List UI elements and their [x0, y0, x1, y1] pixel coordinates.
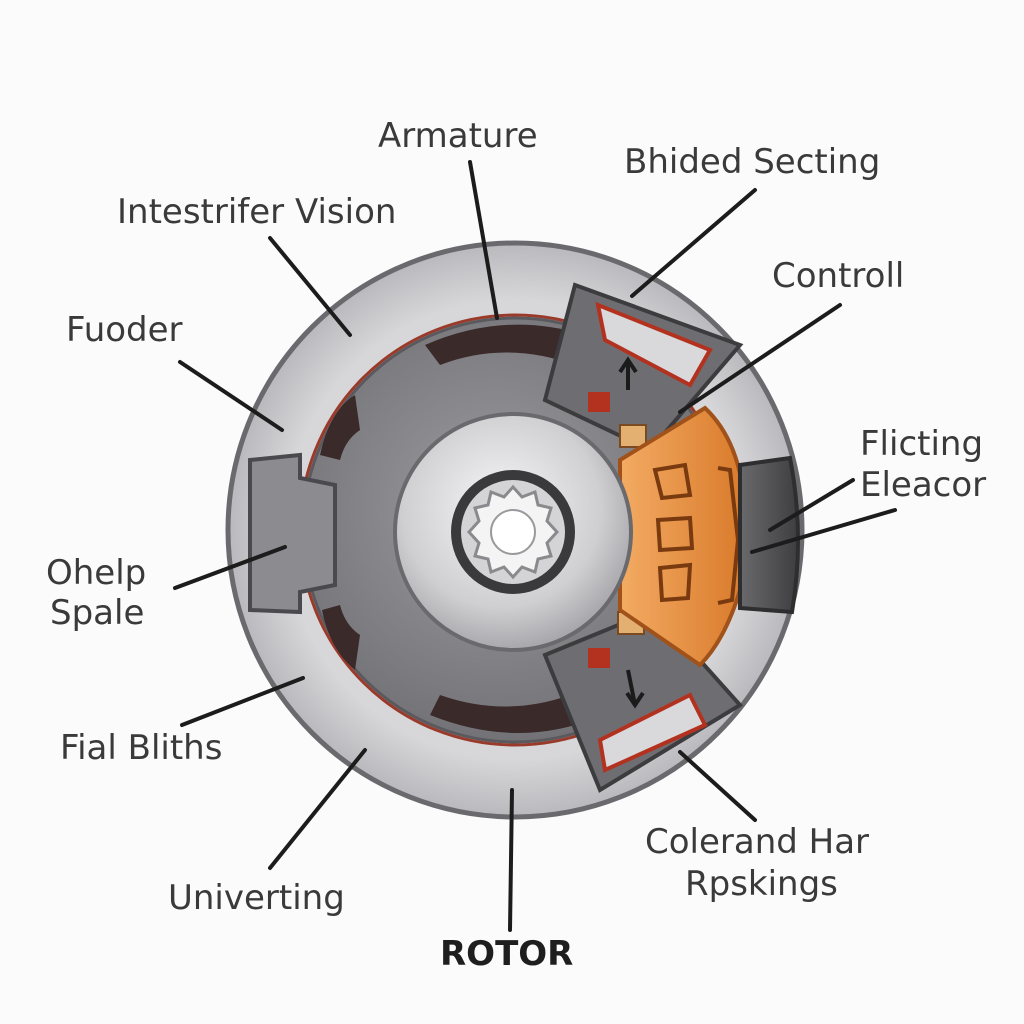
label-flicting-line1: Flicting [860, 424, 984, 464]
label-eleacor-line2: Eleacor [860, 465, 987, 505]
label-rotor: ROTOR [440, 934, 574, 974]
brush-holder-upper-inner [595, 301, 713, 388]
brush-lower-arrow [625, 669, 645, 709]
label-fuoder: Fuoder [66, 310, 183, 350]
brush-upper-arrow [618, 356, 638, 390]
leader-flicting-eleacor-2 [750, 508, 897, 554]
brush-lower-contact-a [588, 648, 610, 668]
label-armature: Armature [378, 116, 538, 156]
brush-holder-lower-inner [597, 692, 708, 773]
label-bhided-secting: Bhided Secting [624, 142, 881, 182]
leader-ohelp-spale [173, 545, 287, 590]
label-fial-bliths: Fial Bliths [60, 728, 223, 768]
commutator-lamination-1 [652, 462, 693, 501]
label-colerand-har-line1: Colerand Har [645, 822, 870, 862]
leader-flicting-eleacor-1 [768, 478, 855, 532]
leader-armature [468, 160, 499, 320]
label-univerting: Univerting [168, 878, 345, 918]
leader-fial-bliths [180, 676, 305, 727]
brush-upper-contact-a [588, 392, 610, 412]
commutator-lamination-3 [657, 562, 693, 603]
commutator-lamination-2 [655, 515, 695, 553]
leader-fuoder [178, 360, 284, 432]
leader-colerand-har [678, 750, 757, 822]
brush-upper-contact-b [619, 424, 647, 448]
armature-slot-bottom [430, 695, 575, 733]
label-spale-line2: Spale [50, 593, 145, 633]
armature-slot-upper-left [320, 395, 360, 460]
armature-slot-lower-left [322, 605, 360, 670]
label-intestrifer-vision: Intestrifer Vision [117, 192, 397, 232]
leader-bhided-secting [630, 188, 757, 298]
armature-slot-top [425, 324, 585, 365]
leader-univerting [268, 748, 367, 870]
label-controll: Controll [772, 256, 905, 296]
label-ohelp-line1: Ohelp [46, 553, 147, 593]
splined-shaft [461, 480, 565, 584]
terminal-block [738, 455, 801, 615]
pole-shoe-left [248, 452, 337, 615]
label-rpskings-line2: Rpskings [685, 864, 838, 904]
leader-intestrifer-vision [268, 236, 352, 337]
leader-rotor [508, 788, 514, 932]
leader-controll [678, 303, 842, 414]
